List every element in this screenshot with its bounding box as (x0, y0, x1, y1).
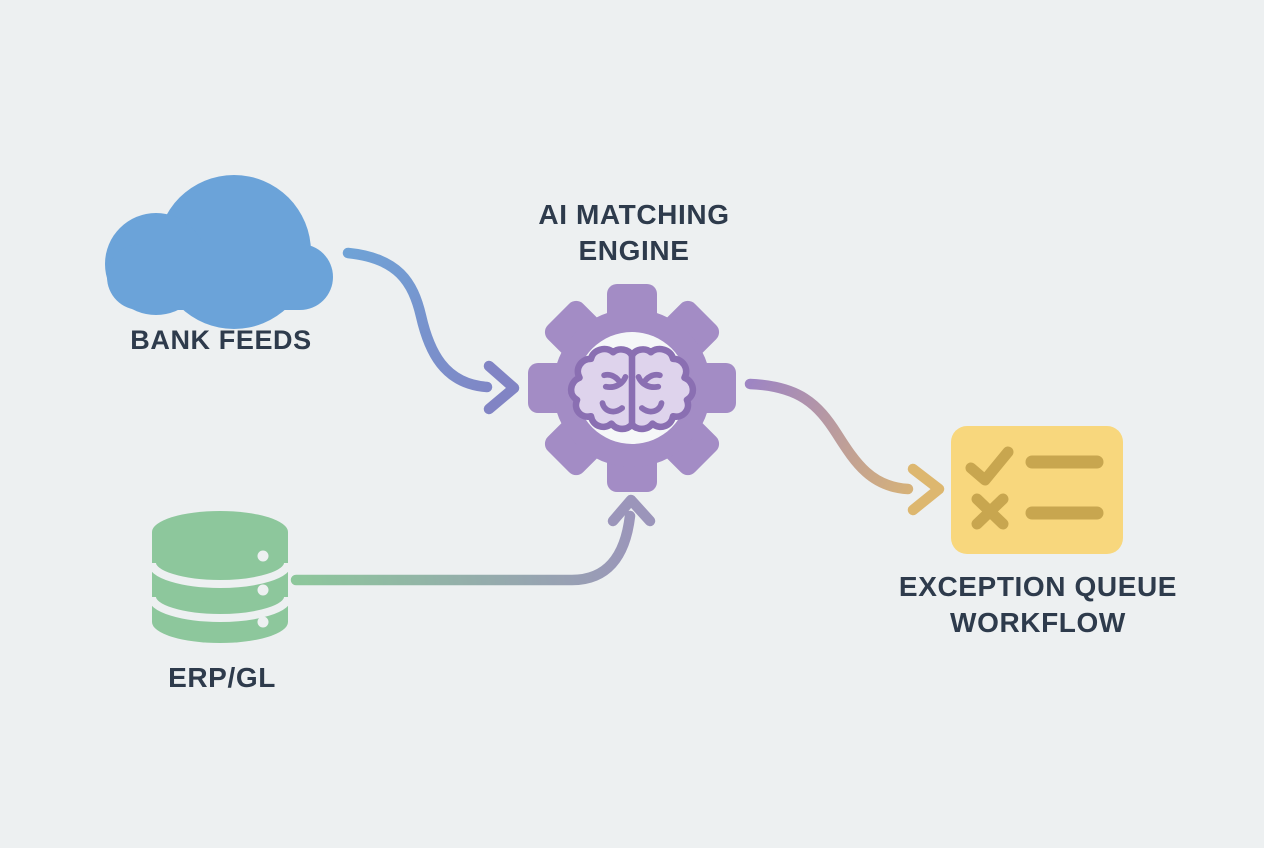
exception-queue-label-line1: EXCEPTION QUEUE (898, 571, 1178, 602)
check-icon (965, 446, 1014, 486)
ai-matching-engine-label-line1: AI MATCHING (538, 199, 730, 230)
edge-erp-to-engine-arrow (290, 494, 656, 586)
arrowhead-up-icon (607, 494, 656, 527)
edge-engine-to-queue-arrow (744, 378, 945, 516)
database-icon (148, 511, 292, 643)
x-icon (971, 493, 1009, 530)
erp-gl-label: ERP/GL (168, 662, 276, 693)
exception-queue-label: EXCEPTION QUEUE WORKFLOW (899, 569, 1177, 641)
brain-icon (567, 345, 697, 433)
arrowhead-right-icon (907, 463, 945, 516)
bank-feeds-label: BANK FEEDS (130, 325, 312, 355)
gear-icon (528, 284, 736, 492)
cloud-icon (105, 175, 333, 329)
exception-queue-label-line2: WORKFLOW (950, 607, 1126, 638)
ai-matching-engine-label-line2: ENGINE (578, 235, 690, 266)
checklist-icon (951, 426, 1123, 554)
arrowhead-right-icon (483, 360, 520, 415)
ai-matching-engine-label: AI MATCHING ENGINE (538, 197, 729, 269)
edge-bank-to-engine-arrow (342, 247, 520, 415)
